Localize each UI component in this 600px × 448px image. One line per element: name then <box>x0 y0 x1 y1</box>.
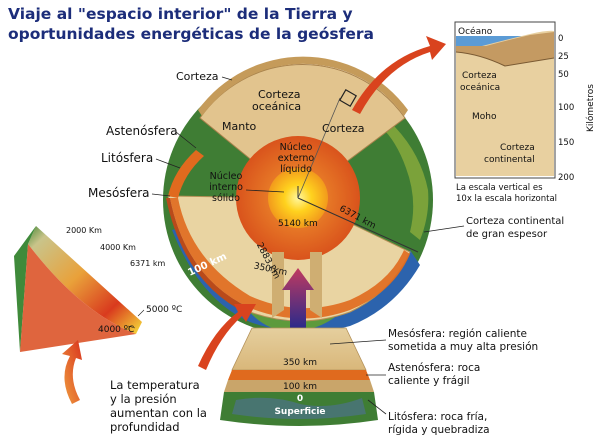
label-nucleo-externo-3: líquido <box>280 164 312 175</box>
legend-meso-1: Mesósfera: región caliente <box>388 328 527 340</box>
wedge-face <box>28 226 142 334</box>
inset-tick-25: 25 <box>558 52 569 62</box>
label-corteza: Corteza <box>176 70 219 83</box>
inset-axis-label: Kilómetros <box>585 84 596 132</box>
label-corteza-right: Corteza <box>322 122 365 135</box>
inset-mantle <box>456 30 554 176</box>
radius-line-up <box>297 97 341 199</box>
up-arrow <box>282 268 314 328</box>
column-right <box>310 252 322 318</box>
inset-crust <box>456 32 554 66</box>
label-mesosfera: Mesósfera <box>88 186 149 200</box>
inset-tick-200: 200 <box>558 173 574 183</box>
legend-meso-2: sometida a muy alta presión <box>388 341 538 353</box>
label-litosfera: Litósfera <box>101 151 153 165</box>
title-line-1: Viaje al "espacio interior" de la Tierra… <box>8 5 353 23</box>
temp-note-3: aumentan con la <box>110 406 207 420</box>
label-astenosfera: Astenósfera <box>106 124 178 138</box>
section-surface-ocean <box>232 397 366 419</box>
inset-label-oceano: Océano <box>458 26 493 37</box>
label-manto: Manto <box>222 120 257 133</box>
legend-asteno-2: caliente y frágil <box>388 375 470 387</box>
inset-moho-line <box>455 51 555 67</box>
label-nucleo-interno-3: sólido <box>212 193 240 204</box>
label-nucleo-externo-2: externo <box>278 153 315 164</box>
section-superficie: Superficie <box>274 407 325 417</box>
legend-lito-2: rígida y quebradiza <box>388 424 490 436</box>
label-nucleo-externo-1: Núcleo <box>280 142 313 153</box>
label-5140km: 5140 km <box>278 219 318 229</box>
label-corteza-oceanica-2: oceánica <box>252 100 301 113</box>
inset-marker <box>338 88 358 108</box>
globe <box>163 56 433 335</box>
crust-band <box>198 56 408 116</box>
inset-label-moho: Moho <box>472 112 497 122</box>
section-lithosphere <box>224 380 374 392</box>
wedge-4000km: 4000 Km <box>100 243 136 252</box>
inset-tick-0: 0 <box>558 34 563 44</box>
column-left <box>272 252 284 318</box>
inset-label-corteza-oceanica-2: oceánica <box>460 83 500 93</box>
wedge-side <box>14 226 36 352</box>
section-100km: 100 km <box>283 382 317 392</box>
inset-note-1: La escala vertical es <box>456 183 543 193</box>
inset-label-corteza-continental-1: Corteza <box>500 143 535 153</box>
radius-line <box>297 197 419 253</box>
inset-tick-150: 150 <box>558 138 574 148</box>
wedge-6371km: 6371 km <box>130 259 166 268</box>
asthenosphere-band-left <box>168 150 204 198</box>
inset-tick-50: 50 <box>558 70 569 80</box>
inset-note-2: 10x la escala horizontal <box>456 194 557 204</box>
wedge-4000c: 4000 ºC <box>98 325 134 335</box>
section-350km: 350 km <box>283 358 317 368</box>
inset-arrow <box>352 36 446 114</box>
temp-note-1: La temperatura <box>110 378 200 392</box>
depth-arrow-left <box>62 340 82 404</box>
label-nucleo-interno-1: Núcleo <box>210 171 243 182</box>
cross-section: 350 km 100 km 0 Superficie <box>220 327 378 426</box>
wedge-2000km: 2000 Km <box>66 226 102 235</box>
asthenosphere-band <box>170 198 410 319</box>
temperature-wedge: 2000 Km 4000 Km 6371 km 5000 ºC 4000 ºC <box>14 226 182 352</box>
title-line-2: oportunidades energéticas de la geósfera <box>8 25 374 43</box>
label-nucleo-interno-2: interno <box>209 182 243 193</box>
land-patch <box>380 120 429 240</box>
temp-note-4: profundidad <box>110 420 180 434</box>
inset-tick-100: 100 <box>558 103 574 113</box>
wedge-5000c: 5000 ºC <box>146 305 182 315</box>
label-corteza-oceanica-1: Corteza <box>258 88 301 101</box>
continental-note-1: Corteza continental <box>466 216 564 227</box>
inset-panel: Océano Corteza oceánica Moho Corteza con… <box>454 21 596 204</box>
section-arrow <box>198 304 256 370</box>
land-patch-south <box>240 300 352 332</box>
page-title: Viaje al "espacio interior" de la Tierra… <box>8 4 428 44</box>
legend-lito-1: Litósfera: roca fría, <box>388 411 487 423</box>
legend-asteno-1: Astenósfera: roca <box>388 362 480 374</box>
section-asthenosphere <box>228 370 370 380</box>
continental-note-2: de gran espesor <box>466 229 548 240</box>
section-0: 0 <box>297 394 303 404</box>
temp-note-2: y la presión <box>110 392 177 406</box>
inset-label-corteza-oceanica-1: Corteza <box>462 71 497 81</box>
inset-label-corteza-continental-2: continental <box>484 155 535 165</box>
wedge-bottom <box>20 244 136 352</box>
